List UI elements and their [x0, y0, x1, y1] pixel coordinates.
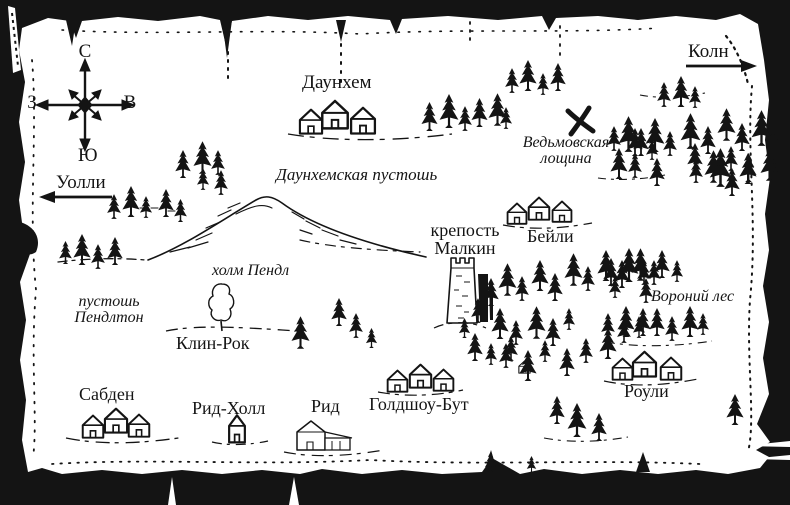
read-hall-label: Рид-Холл: [192, 398, 266, 418]
trees-central-icon: [291, 248, 661, 381]
trees-crow-wood-icon: [601, 248, 713, 347]
read-label: Рид: [311, 396, 340, 416]
downham-houses-icon: [287, 99, 453, 141]
downham-label: Даунхем: [302, 72, 372, 93]
sabden-houses-icon: [65, 407, 186, 444]
pendleton-moor-label: пустошь Пендлтон: [74, 293, 144, 327]
compass-north-label: С: [78, 41, 92, 62]
coln-label: Колн: [688, 41, 729, 62]
witch-dell-label: Ведьмовская лощина: [522, 134, 610, 168]
roughlee-label: Роули: [624, 381, 669, 401]
coln-arrow-icon: [686, 60, 757, 72]
trees-witch-dell-icon: [597, 116, 757, 186]
crow-wood-label: Вороний лес: [651, 288, 735, 305]
compass-rose-icon: [34, 57, 136, 153]
pendle-hill-label: холм Пендл: [212, 262, 290, 279]
whalley-arrow-icon: [39, 191, 112, 203]
compass-west-label: З: [27, 92, 37, 113]
malkin-fortress-label: крепость Малкин: [430, 220, 500, 259]
read-farm-icon: [283, 420, 385, 457]
bailey-houses-icon: [502, 196, 593, 229]
downham-moor-label: Даунхемская пустошь: [276, 165, 438, 184]
goldshaw-booth-label: Голдшоу-Бут: [369, 394, 469, 414]
compass-east-label: В: [123, 92, 137, 113]
goldshaw-houses-icon: [377, 363, 464, 396]
malkin-tower-icon: [433, 257, 493, 329]
whalley-label: Уолли: [56, 172, 106, 193]
pendle-hill-icon: [57, 196, 427, 263]
sabden-label: Сабден: [79, 384, 135, 404]
clean-rock-tree-icon: [165, 283, 299, 332]
read-hall-chapel-icon: [211, 414, 269, 446]
clean-rock-label: Клин-Рок: [176, 333, 250, 353]
trees-north-icon: [421, 60, 706, 131]
compass-south-label: Ю: [78, 145, 98, 166]
roughlee-houses-icon: [603, 350, 699, 386]
trees-south-icon: [484, 394, 744, 473]
witch-dell-x-icon: [565, 105, 596, 137]
bailey-label: Бейли: [527, 226, 574, 246]
